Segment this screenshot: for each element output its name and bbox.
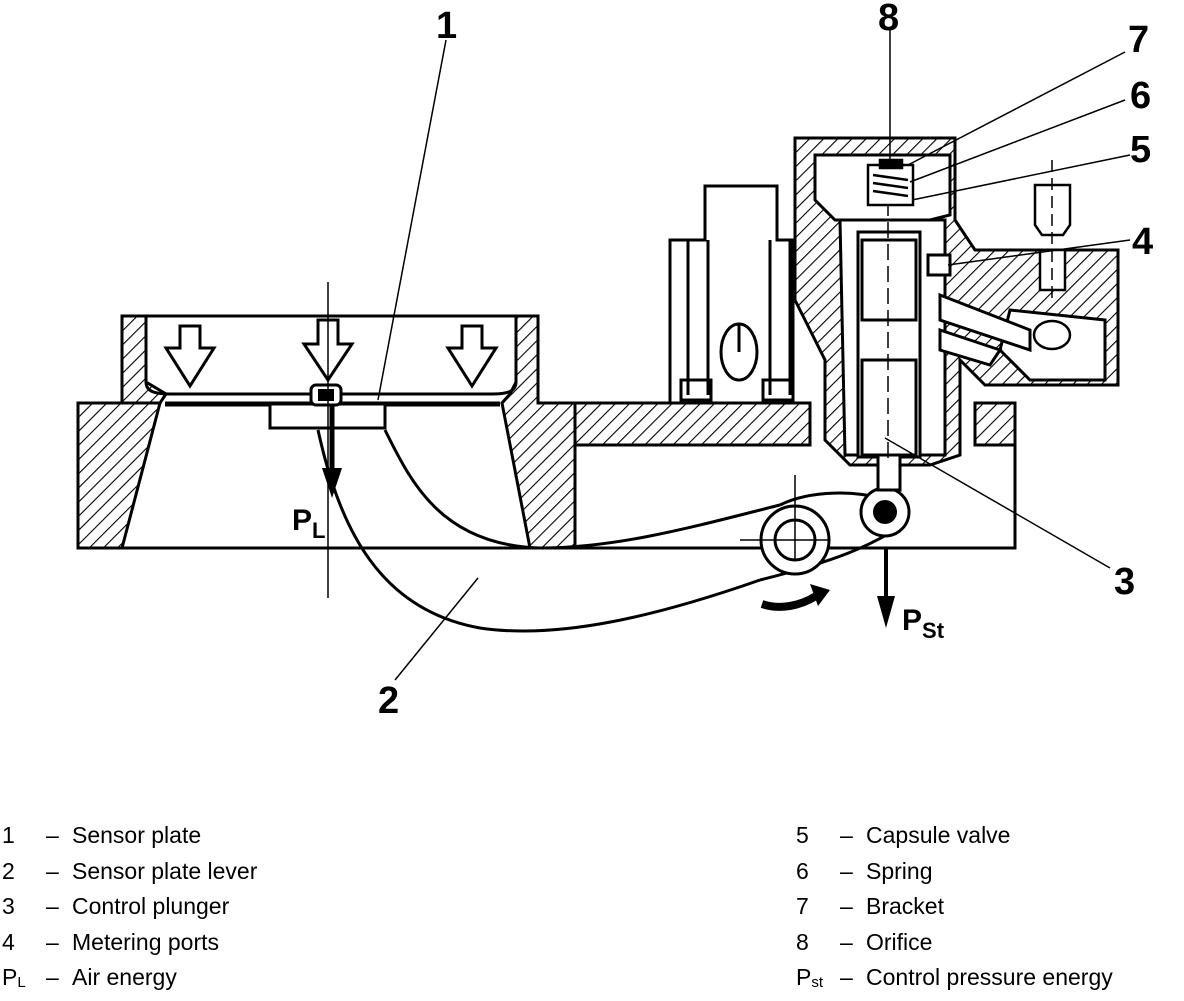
lever-pivot xyxy=(740,475,831,576)
lever-roller xyxy=(859,486,911,538)
callout-1: 1 xyxy=(436,5,457,47)
legend-item: 8–Orifice xyxy=(796,928,933,955)
legend-item: 3–Control plunger xyxy=(2,893,230,920)
callout-3: 3 xyxy=(1114,561,1135,603)
legend-left: 1–Sensor plate 2–Sensor plate lever 3–Co… xyxy=(2,818,257,996)
legend-item: 5–Capsule valve xyxy=(796,822,1011,848)
callout-7: 7 xyxy=(1128,19,1149,61)
legend-item: 2–Sensor plate lever xyxy=(2,857,258,884)
capsule-valve xyxy=(866,158,915,207)
callout-6: 6 xyxy=(1130,75,1151,117)
legend-right: 5–Capsule valve 6–Spring 7–Bracket 8–Ori… xyxy=(796,818,1113,996)
legend-item: 1–Sensor plate xyxy=(2,822,202,848)
rotation-arrow xyxy=(760,592,819,611)
mounting-block xyxy=(668,184,795,405)
legend-item: 7–Bracket xyxy=(796,893,944,920)
legend-item: PL–Air energy xyxy=(2,964,177,992)
legend-item: Pst–Control pressure energy xyxy=(796,964,1113,992)
callout-4: 4 xyxy=(1132,221,1153,263)
metering-fitting xyxy=(1032,160,1072,351)
fuel-distributor-cross-section: PL PSt xyxy=(76,0,1153,722)
legend-item: 4–Metering ports xyxy=(2,928,220,955)
air-flow-arrows xyxy=(163,318,499,389)
control-force-arrow xyxy=(877,548,895,628)
callout-5: 5 xyxy=(1130,129,1151,171)
legend-item: 6–Spring xyxy=(796,857,933,884)
air-force-label: PL xyxy=(292,504,325,543)
callout-2: 2 xyxy=(378,680,399,722)
callout-8: 8 xyxy=(878,0,899,39)
air-funnel-housing xyxy=(76,314,1017,550)
leader-lines xyxy=(377,39,1131,681)
control-force-label: PSt xyxy=(902,604,945,643)
control-plunger xyxy=(856,200,952,492)
